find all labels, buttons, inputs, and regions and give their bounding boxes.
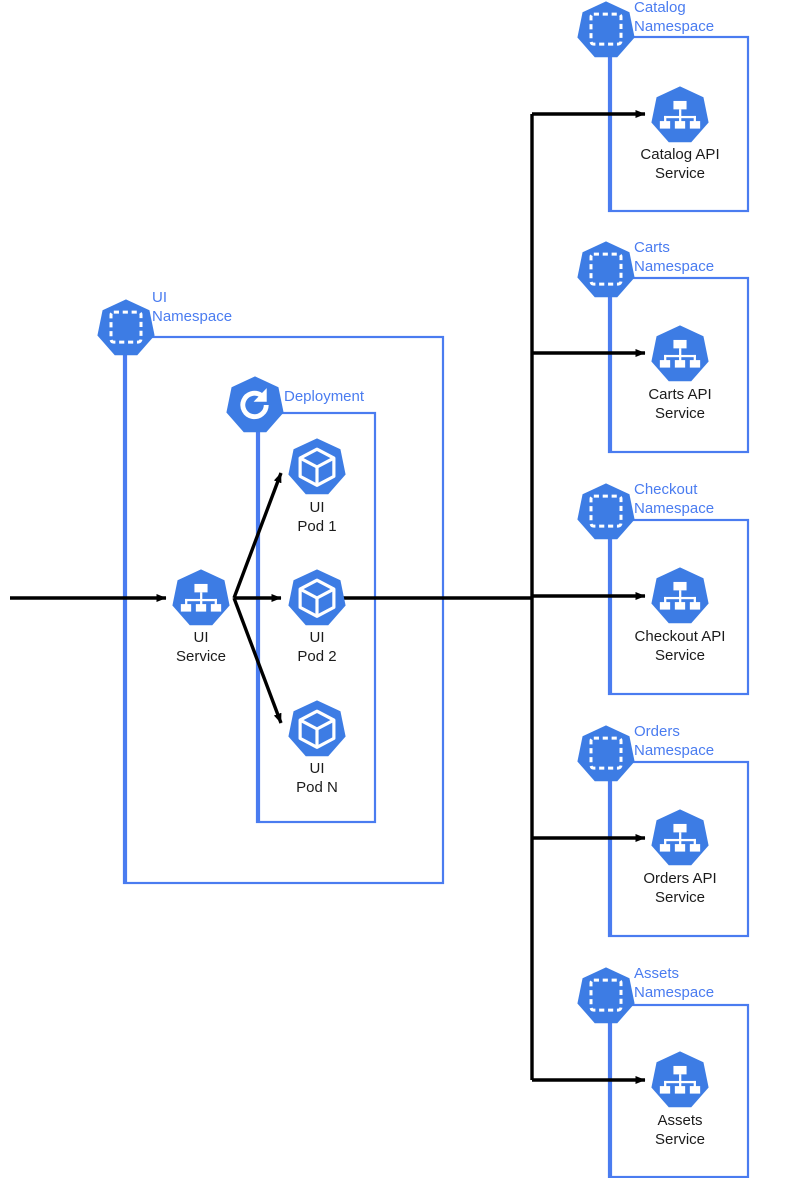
catalog-service-icon[interactable] [651, 86, 709, 143]
ui-deployment-box [255, 411, 377, 824]
service-to-pod-n-arrow [232, 597, 283, 724]
ui-service-label: UI Service [175, 629, 227, 665]
connector-arrows [10, 110, 646, 1084]
ui-namespace-box [122, 335, 445, 885]
service-to-pod-1-arrow [232, 472, 283, 599]
assets-service-icon[interactable] [651, 1051, 709, 1108]
ui-deployment-icon[interactable] [226, 376, 283, 432]
ui-namespace-icon[interactable] [96, 298, 156, 357]
ui-pod-2-label: UI Pod 2 [297, 629, 337, 665]
assets-namespace-icon[interactable] [576, 966, 636, 1025]
checkout-service-label: Checkout API Service [634, 628, 726, 664]
ui-pod-n-icon[interactable] [287, 699, 347, 758]
namespace-stems [124, 37, 613, 1177]
catalog-namespace-box [607, 35, 750, 213]
checkout-namespace-label: Checkout Namespace [634, 481, 715, 517]
carts-service-label: Carts API Service [648, 386, 712, 422]
checkout-service-icon[interactable] [651, 567, 709, 624]
namespace-boxes [122, 35, 750, 1178]
orders-service-label: Orders API Service [643, 870, 717, 906]
catalog-service-label: Catalog API Service [640, 146, 720, 182]
assets-service-label: Assets Service [654, 1112, 706, 1148]
catalog-namespace-icon[interactable] [576, 0, 636, 59]
ui-namespace-label: UI Namespace [152, 289, 233, 325]
ui-deployment-label: Deployment [284, 388, 365, 405]
ui-pod-2-icon[interactable] [287, 568, 347, 627]
carts-namespace-box [607, 276, 750, 454]
orders-namespace-box [607, 760, 750, 938]
ui-pod-1-icon[interactable] [287, 437, 347, 496]
ui-pod-n-label: UI Pod N [296, 760, 338, 796]
assets-namespace-box [607, 1003, 750, 1178]
carts-namespace-label: Carts Namespace [634, 239, 715, 275]
carts-namespace-icon[interactable] [576, 240, 636, 299]
assets-namespace-label: Assets Namespace [634, 965, 715, 1001]
orders-namespace-icon[interactable] [576, 724, 636, 783]
orders-namespace-label: Orders Namespace [634, 723, 715, 759]
carts-service-icon[interactable] [651, 325, 709, 382]
orders-service-icon[interactable] [651, 809, 709, 866]
ui-pod-1-label: UI Pod 1 [297, 499, 337, 535]
checkout-namespace-box [607, 518, 750, 696]
catalog-namespace-label: Catalog Namespace [634, 0, 715, 35]
ui-service-icon[interactable] [172, 569, 230, 626]
checkout-namespace-icon[interactable] [576, 482, 636, 541]
